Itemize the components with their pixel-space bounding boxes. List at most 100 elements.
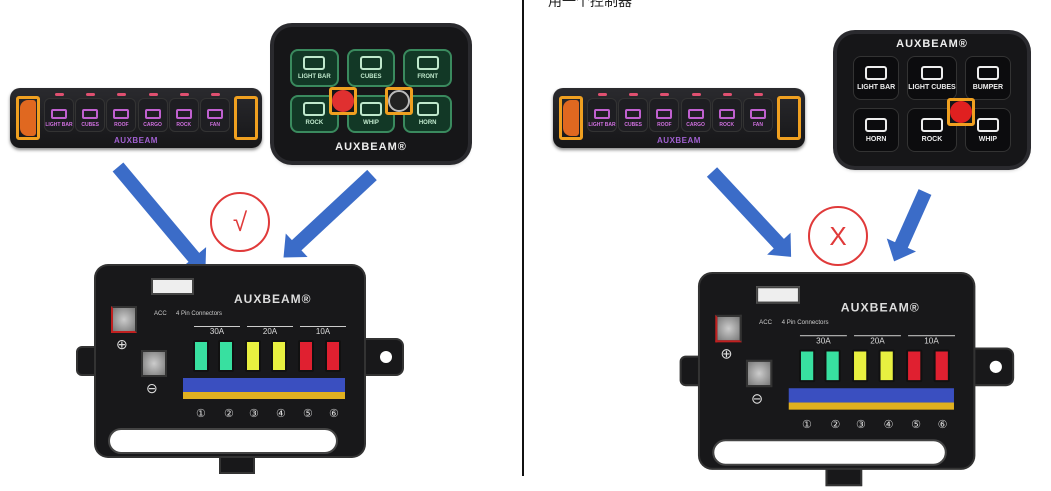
bar-button[interactable]: CUBES [618,93,649,132]
bar-button[interactable]: CARGO [137,93,168,132]
button-label: CUBES [624,122,642,128]
panel-button[interactable]: LIGHT CUBES [907,56,957,100]
button-label: ROOF [114,122,129,128]
positive-terminal[interactable] [715,314,742,343]
fuse-30a[interactable] [798,349,816,383]
panel-button[interactable]: LIGHT BAR [290,49,339,87]
right-highlight [777,96,801,140]
bar-button[interactable]: CARGO [680,93,711,132]
panel-button[interactable]: LIGHT BAR [853,56,900,100]
led-indicator [691,93,701,96]
x-mark: X [808,206,868,266]
button-label: HORN [418,120,437,126]
fuse-30a[interactable] [218,340,234,372]
positive-terminal[interactable] [111,306,137,333]
terminal-strip-base [788,402,954,410]
bar-button[interactable]: FAN [199,93,230,132]
negative-terminal[interactable] [141,350,167,377]
fuse-20a[interactable] [271,340,287,372]
bar-button[interactable]: CUBES [75,93,106,132]
led-indicator [86,93,96,96]
mount-slot [108,428,338,454]
left-highlight [16,96,40,140]
minus-symbol: ⊖ [146,380,158,396]
terminal-strip [788,388,954,403]
fuse-10a[interactable] [933,349,950,383]
power-highlight [947,98,975,126]
arrow-bar-to-box [706,167,786,250]
bar-button[interactable]: LIGHT BAR [44,93,74,132]
switch-icon [303,102,326,116]
arrow-panel-to-box [894,189,932,250]
button-label: WHIP [363,120,379,126]
left-arrow-button[interactable] [563,100,579,136]
power-button[interactable] [332,90,354,112]
circuit-number: ② [224,408,234,420]
bar-button[interactable]: LIGHT BAR [587,93,617,132]
switch-icon [175,109,192,119]
circuit-number: ③ [249,408,259,420]
right-highlight [234,96,258,140]
mode-button[interactable] [388,90,410,112]
mount-hole [380,351,392,363]
circuit-number: ⑥ [329,408,339,420]
fuse-30a[interactable] [193,340,209,372]
fuse-box-brand: AUXBEAM® [234,292,312,306]
mount-tab-right [358,338,404,376]
switch-icon [416,102,439,116]
fuse-10a[interactable] [906,349,923,383]
led-indicator [753,93,763,96]
panel-button[interactable]: HORN [853,108,900,152]
button-label: FAN [209,122,220,128]
left-arrow-button[interactable] [20,100,36,136]
fuse-30a[interactable] [824,349,841,383]
fuse-10a[interactable] [325,340,341,372]
amp-label: 10A [300,326,346,336]
mount-tab-right [967,347,1015,387]
button-label: CUBES [360,74,382,80]
switch-icon [206,109,223,119]
bar-button[interactable]: ROCK [711,93,742,132]
bar-button[interactable]: ROOF [106,93,137,132]
amp-label: 10A [908,335,955,345]
switch-icon [359,102,382,116]
terminal-strip-base [183,392,345,399]
panel-button[interactable]: FRONT [403,49,452,87]
switch-icon [113,109,130,119]
button-label: LIGHT BAR [297,74,331,80]
switch-icon [687,109,704,119]
fuse-box-right: AUXBEAM® ACC 4 Pin Connectors ⊕ ⊖ 30A 20… [679,274,1015,490]
fuse-20a[interactable] [878,349,895,383]
bar-button[interactable]: ROCK [168,93,199,132]
bar-brand: AUXBEAM [657,136,701,145]
power-highlight [329,87,357,115]
panel-button[interactable]: BUMPER [964,56,1011,100]
circuit-number: ① [802,418,813,432]
acc-connector[interactable] [151,278,194,295]
acc-connector[interactable] [756,286,800,304]
switch-icon [594,109,610,119]
fuse-20a[interactable] [245,340,261,372]
switch-icon [359,56,382,70]
negative-terminal[interactable] [745,359,773,388]
circuit-number: ① [196,408,206,420]
switch-icon [976,65,999,80]
bar-button[interactable]: FAN [742,93,773,132]
acc-label: ACC [759,319,773,327]
arrow-bar-to-box [112,162,201,264]
power-button[interactable] [950,101,972,123]
switch-icon [144,109,161,119]
check-mark: √ [210,192,270,252]
fuse-20a[interactable] [851,349,869,383]
led-indicator [210,93,220,96]
connectors-label: 4 Pin Connectors [781,319,829,327]
button-label: ROCK [305,120,324,126]
panel-button[interactable]: CUBES [346,49,396,87]
bar-button[interactable]: ROOF [649,93,680,132]
fuse-10a[interactable] [298,340,314,372]
